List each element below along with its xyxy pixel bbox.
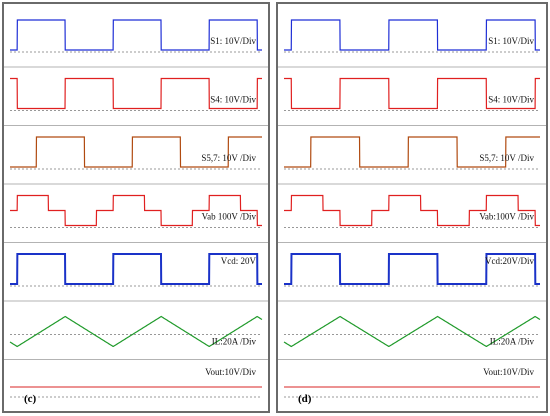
trace-label: S5,7: 10V /Div [479, 153, 534, 163]
trace-label: S4: 10V/Div [488, 95, 534, 105]
trace-3: S5,7: 10V /Div [278, 136, 546, 185]
trace-label: IL:20A /Div [490, 337, 535, 347]
panel-label: (c) [24, 393, 37, 405]
waveform-line [9, 315, 263, 348]
trace-2: S4: 10V/Div [4, 77, 268, 126]
waveform-line [10, 19, 262, 51]
trace-3: S5,7: 10V /Div [4, 136, 268, 185]
trace-4: Vab 100V /Div [4, 194, 268, 243]
trace-label: Vout:10V/Div [483, 367, 534, 377]
trace-label: S1: 10V/Div [488, 36, 534, 46]
waveform-line [10, 77, 262, 110]
waveform-line [284, 253, 540, 285]
panel-label: (d) [298, 393, 312, 405]
waveform-line [284, 194, 540, 227]
trace-2: S4: 10V/Div [278, 77, 546, 126]
trace-4: Vab:100V /Div [278, 194, 546, 243]
waveform-line [10, 136, 262, 168]
trace-label: Vab 100V /Div [202, 212, 257, 222]
trace-label: S5,7: 10V /Div [201, 153, 256, 163]
trace-1: S1: 10V/Div [4, 19, 268, 68]
trace-label: S1: 10V/Div [210, 36, 256, 46]
trace-label: IL:20A /Div [212, 337, 257, 347]
waveform-line [10, 194, 262, 227]
trace-7: Vout:10V/Div [284, 367, 540, 398]
trace-label: Vout:10V/Div [205, 367, 256, 377]
trace-6: IL:20A /Div [278, 315, 546, 360]
trace-label: Vcd:20V/Div [485, 256, 534, 266]
trace-label: S4: 10V/Div [210, 95, 256, 105]
trace-5: Vcd:20V/Div [278, 253, 546, 302]
waveform-line [283, 315, 541, 348]
waveform-line [284, 19, 540, 51]
waveform-line [284, 136, 540, 168]
trace-7: Vout:10V/Div [10, 367, 262, 398]
trace-6: IL:20A /Div [4, 315, 268, 360]
waveform-line [10, 253, 262, 285]
trace-5: Vcd: 20V [4, 253, 268, 302]
trace-label: Vcd: 20V [221, 256, 257, 266]
waveform-line [284, 77, 540, 110]
trace-label: Vab:100V /Div [479, 212, 534, 222]
trace-1: S1: 10V/Div [278, 19, 546, 68]
